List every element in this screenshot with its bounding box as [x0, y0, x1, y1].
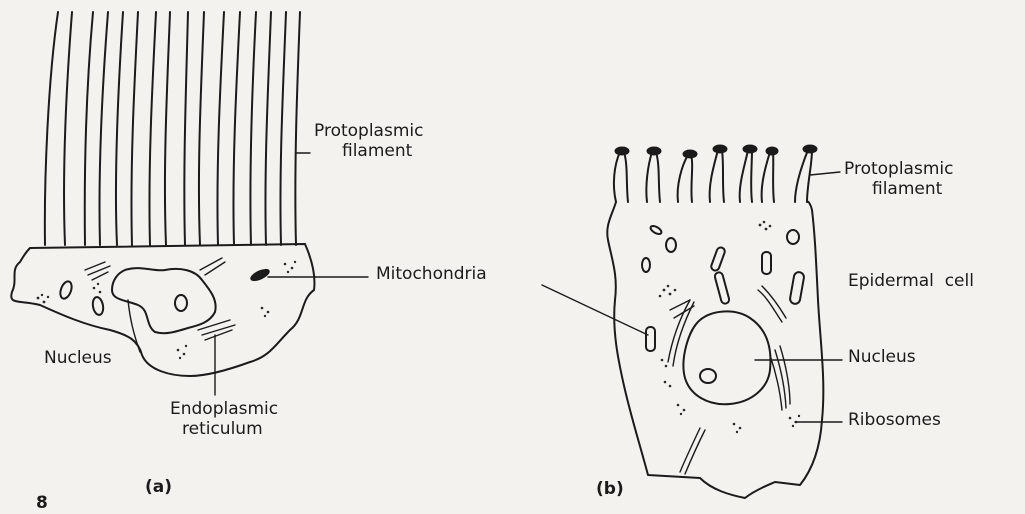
- label-mitochondria: Mitochondria: [376, 265, 487, 285]
- panel-label-a: (a): [145, 478, 172, 498]
- label-a-protoplasmic-filament: Protoplasmic filament: [314, 122, 423, 161]
- cell-b-nucleus: [683, 311, 770, 404]
- label-endoplasmic-reticulum: Endoplasmic reticulum: [170, 400, 278, 439]
- cell-b-filaments: [614, 145, 817, 202]
- cell-a: [11, 12, 368, 395]
- page-fragment: 8: [36, 494, 48, 514]
- label-b-nucleus: Nucleus: [848, 348, 916, 368]
- label-ribosomes: Ribosomes: [848, 411, 941, 431]
- panel-label-b: (b): [596, 480, 624, 500]
- cell-a-leader-nucleus: [128, 300, 140, 352]
- cell-b-leader-filament: [810, 172, 840, 175]
- label-a-nucleus: Nucleus: [44, 349, 112, 369]
- cell-a-filaments: [45, 12, 300, 245]
- cell-b: [542, 145, 842, 498]
- label-b-protoplasmic-filament: Protoplasmic filament: [844, 160, 953, 199]
- label-epidermal-cell: Epidermal cell: [848, 272, 974, 292]
- cell-b-leader-mitochondria: [542, 285, 648, 335]
- cell-b-body: [607, 202, 823, 498]
